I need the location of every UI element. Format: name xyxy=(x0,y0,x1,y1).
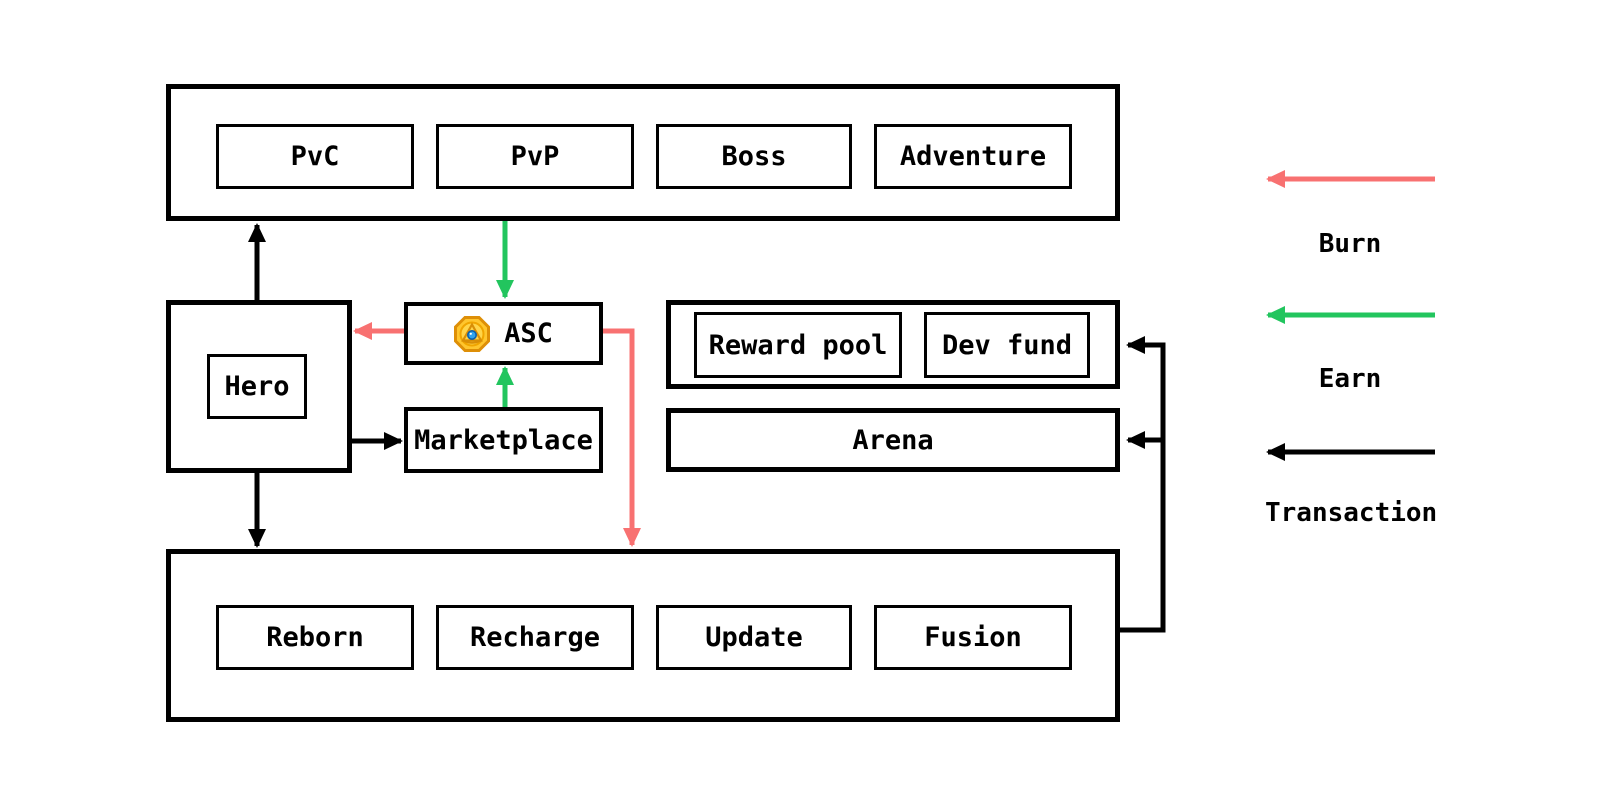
adventure-box: Adventure xyxy=(874,124,1072,189)
reward-pool-label: Reward pool xyxy=(708,329,888,361)
boss-box: Boss xyxy=(656,124,852,189)
arena-box: Arena xyxy=(666,408,1120,472)
hero-box: Hero xyxy=(207,354,307,419)
adventure-label: Adventure xyxy=(899,141,1047,172)
legend-burn-label: Burn xyxy=(1318,229,1382,259)
pvc-label: PvC xyxy=(290,141,340,172)
update-label: Update xyxy=(705,622,803,653)
dev-fund-label: Dev fund xyxy=(941,329,1073,361)
boss-label: Boss xyxy=(721,141,787,172)
reward-pool-box: Reward pool xyxy=(694,312,902,378)
pvp-box: PvP xyxy=(436,124,634,189)
recharge-box: Recharge xyxy=(436,605,634,670)
asc-label: ASC xyxy=(504,318,553,349)
legend-transaction-label: Transaction xyxy=(1265,498,1438,528)
marketplace-label: Marketplace xyxy=(414,424,593,456)
asc-coin-icon xyxy=(454,315,491,352)
fusion-box: Fusion xyxy=(874,605,1072,670)
asc-token-box: ASC xyxy=(404,302,603,365)
pvp-label: PvP xyxy=(510,141,560,172)
recharge-label: Recharge xyxy=(469,622,601,653)
fusion-label: Fusion xyxy=(924,622,1022,653)
burn-arrow-asc-to-upgrades xyxy=(603,328,641,547)
update-box: Update xyxy=(656,605,852,670)
hero-label: Hero xyxy=(224,371,290,402)
pvc-box: PvC xyxy=(216,124,414,189)
legend-earn-label: Earn xyxy=(1318,364,1382,394)
reborn-box: Reborn xyxy=(216,605,414,670)
marketplace-box: Marketplace xyxy=(404,407,603,473)
dev-fund-box: Dev fund xyxy=(924,312,1090,378)
reborn-label: Reborn xyxy=(266,622,364,653)
transaction-arrow-upgrades-to-treasury xyxy=(1118,336,1166,633)
arena-label: Arena xyxy=(852,424,934,456)
